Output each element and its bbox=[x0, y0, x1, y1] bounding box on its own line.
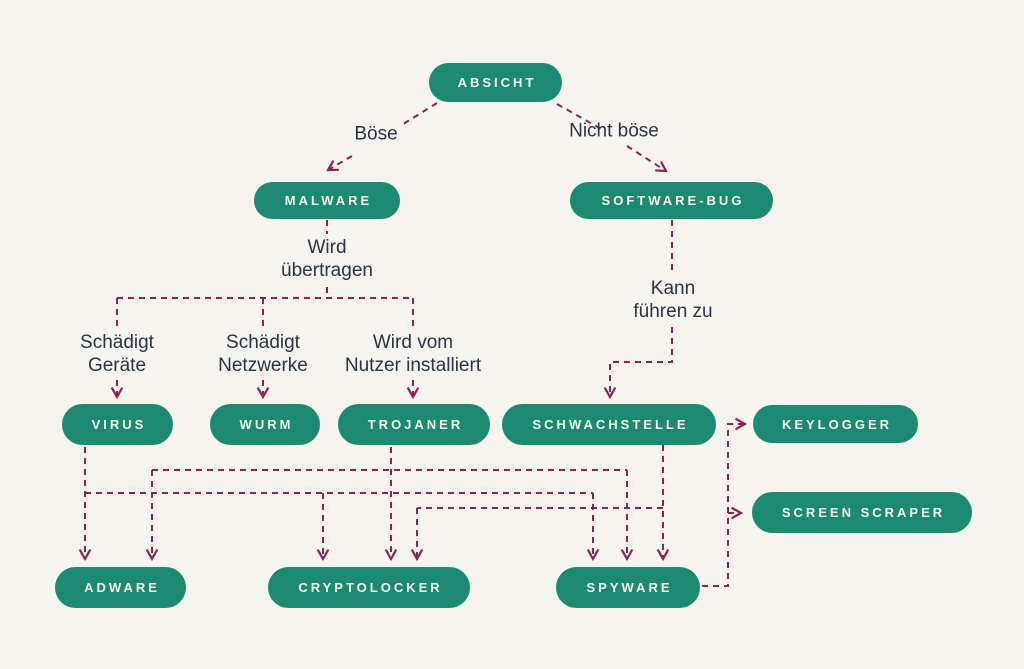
edge-label-wird-uebertragen: Wird übertragen bbox=[281, 237, 373, 281]
node-adware: ADWARE bbox=[55, 567, 186, 608]
edge-label-boese: Böse bbox=[354, 123, 398, 145]
node-screen-scraper: SCREEN SCRAPER bbox=[752, 492, 972, 533]
node-schwachstelle: SCHWACHSTELLE bbox=[502, 404, 716, 445]
node-trojaner: TROJANER bbox=[338, 404, 490, 445]
edge-trojaner-branch bbox=[152, 469, 627, 559]
edge-softwarebug-schwachstelle bbox=[610, 220, 673, 397]
edge-schwachstelle-cryptolocker bbox=[417, 507, 663, 559]
node-software-bug: SOFTWARE-BUG bbox=[570, 182, 773, 219]
edge-label-nicht-boese: Nicht böse bbox=[569, 120, 659, 142]
edge-label-kann-fuehren-zu: Kann führen zu bbox=[633, 278, 713, 322]
node-wurm: WURM bbox=[210, 404, 320, 445]
edge-label-wird-vom-nutzer: Wird vom Nutzer installiert bbox=[344, 332, 482, 376]
edge-spyware-keylogger bbox=[702, 424, 745, 587]
edge-virus-branch bbox=[85, 492, 593, 559]
node-cryptolocker: CRYPTOLOCKER bbox=[268, 567, 470, 608]
edge-malware-splitter bbox=[116, 220, 414, 328]
edge-label-schaedigt-netzwerke: Schädigt Netzwerke bbox=[218, 332, 308, 376]
node-absicht: ABSICHT bbox=[429, 63, 562, 102]
node-virus: VIRUS bbox=[62, 404, 173, 445]
node-keylogger: KEYLOGGER bbox=[753, 405, 918, 443]
edge-label-schaedigt-geraete: Schädigt Geräte bbox=[80, 332, 154, 376]
edge-absicht-malware bbox=[328, 102, 438, 170]
node-spyware: SPYWARE bbox=[556, 567, 700, 608]
node-malware: MALWARE bbox=[254, 182, 400, 219]
edge-absicht-softwarebug bbox=[556, 103, 666, 171]
